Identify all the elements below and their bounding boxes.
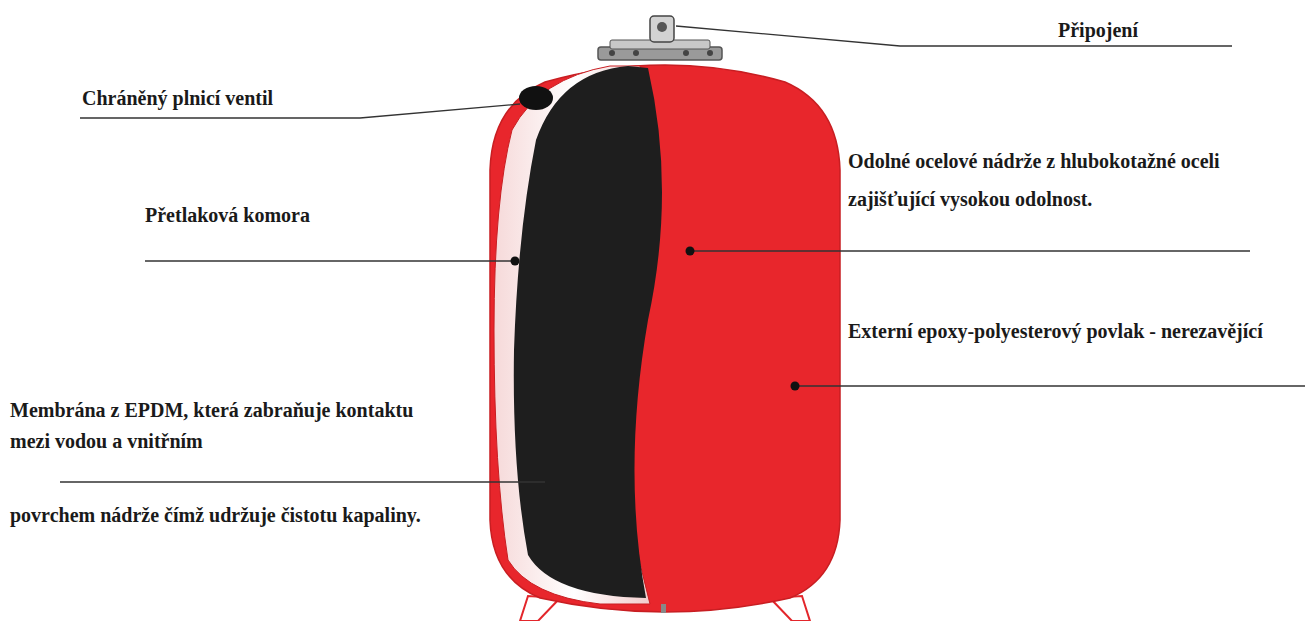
- connection-lug: [650, 16, 674, 42]
- flange-bolts: [609, 50, 713, 56]
- callout-label: povrchem nádrže čímž udržuje čistotu kap…: [10, 500, 430, 531]
- connection-hole: [657, 22, 667, 32]
- callout-label: Externí epoxy-polyesterový povlak - nere…: [848, 314, 1288, 349]
- callout-label: Přetlaková komora: [145, 199, 445, 231]
- steel-tank: [490, 65, 840, 612]
- callout-label: Membrána z EPDM, která zabraňuje kontakt…: [10, 395, 430, 457]
- callout-label: Připojení: [1058, 14, 1298, 46]
- epdm-membrane: [514, 66, 662, 598]
- drain-plug: [661, 604, 666, 613]
- leader-dots: [511, 247, 800, 391]
- callout-label: Chráněný plnicí ventil: [82, 82, 382, 114]
- filling-valve: [519, 86, 553, 110]
- callout-label: Odolné ocelové nádrže z hlubokotažné oce…: [848, 142, 1303, 218]
